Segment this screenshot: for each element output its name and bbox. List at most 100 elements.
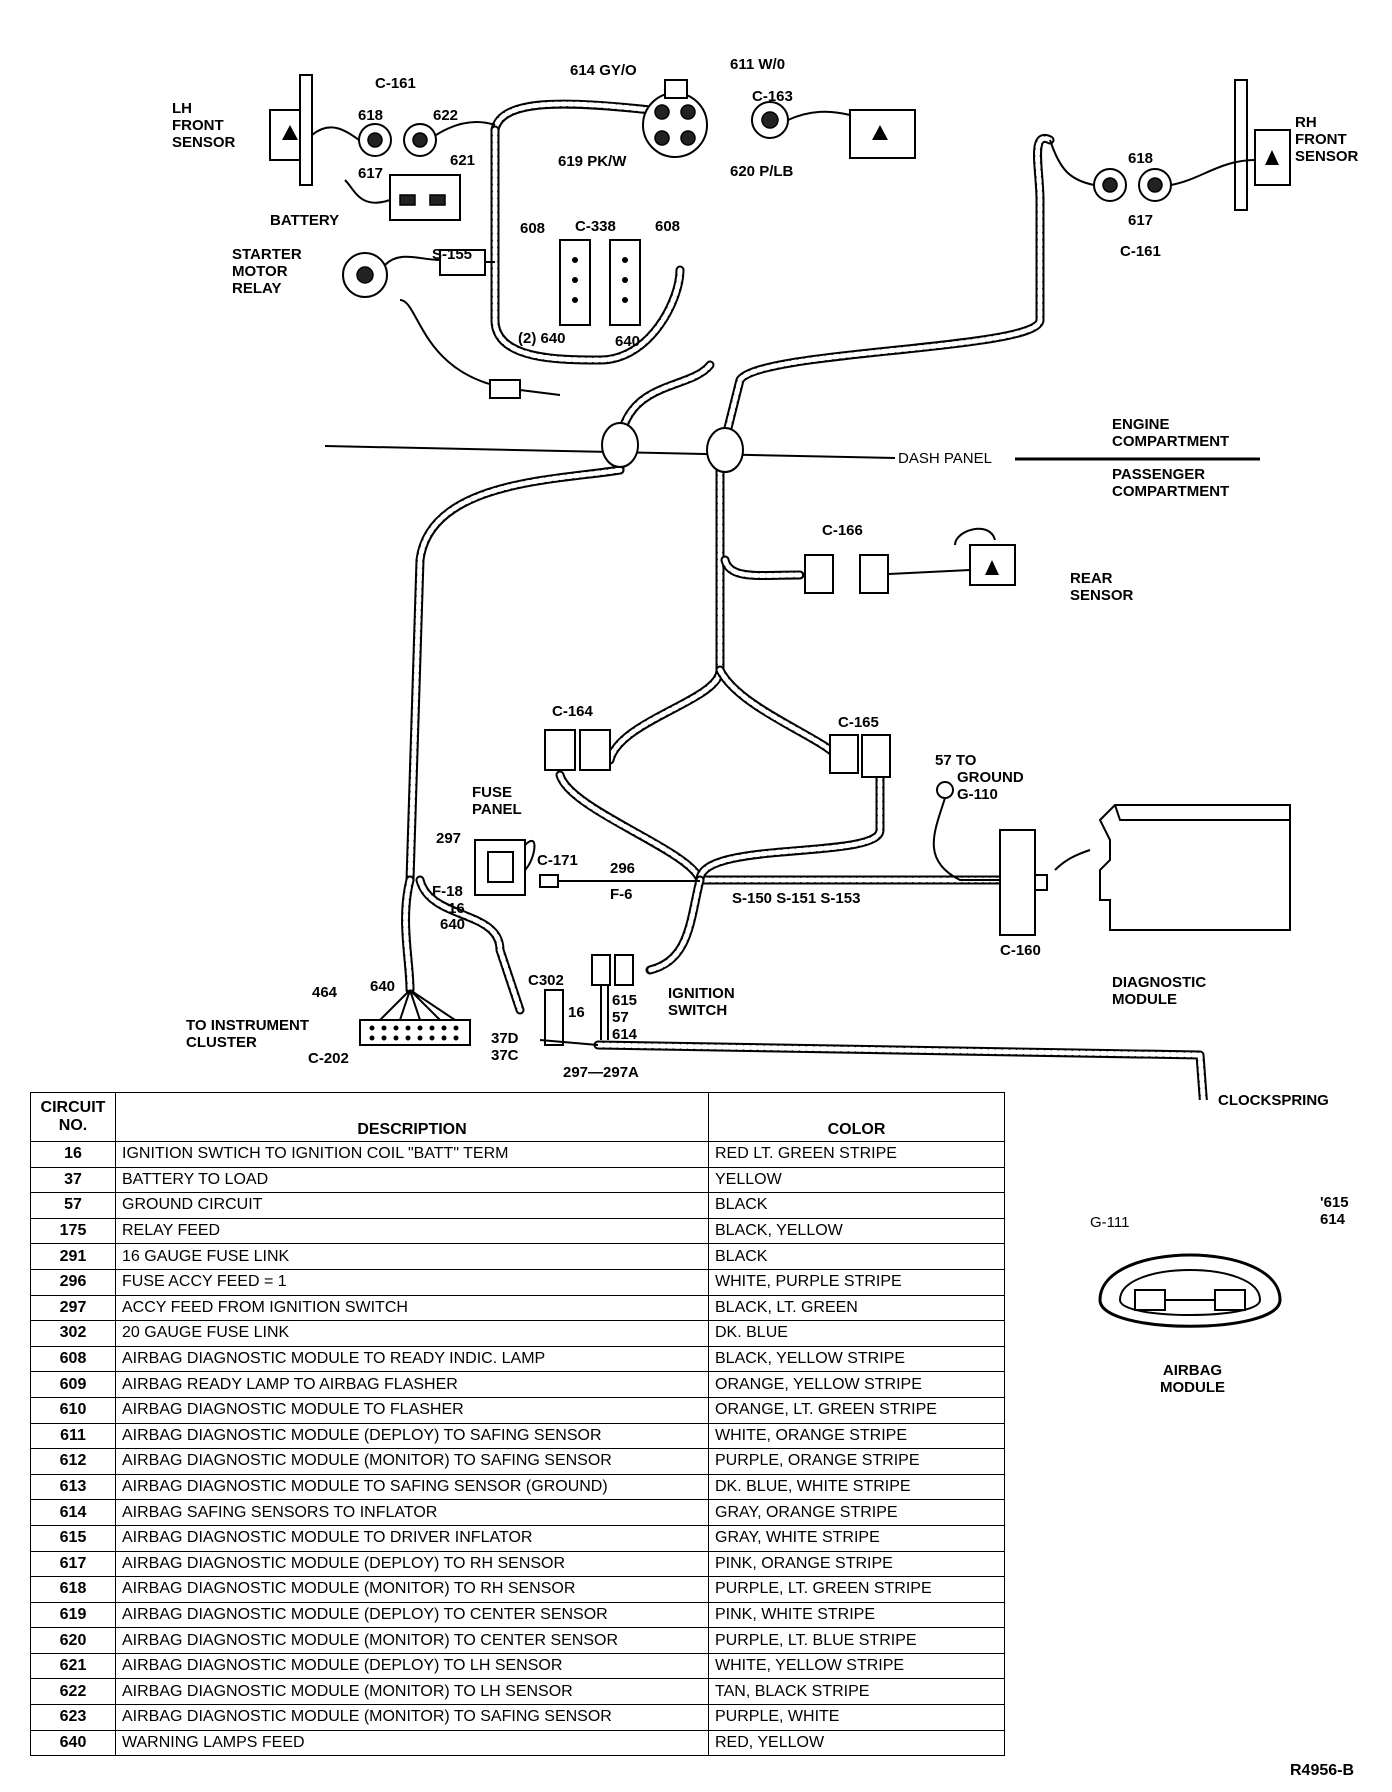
description-cell: AIRBAG DIAGNOSTIC MODULE TO READY INDIC.… (115, 1345, 709, 1373)
description-cell: AIRBAG DIAGNOSTIC MODULE (DEPLOY) TO SAF… (115, 1422, 709, 1450)
ground-g110 (932, 781, 1000, 881)
wire-464-label: 464 (312, 984, 338, 1001)
color-cell: BLACK (708, 1192, 1005, 1219)
diagram-labels: LH FRONT SENSOR C-161 618 622 617 621 BA… (172, 56, 1358, 1081)
c161-left-connectors (311, 121, 496, 157)
airbag-module (1098, 1253, 1282, 1328)
wire-615-614-airbag-label: '615 614 (1320, 1194, 1349, 1228)
color-cell: BLACK, YELLOW (708, 1217, 1005, 1245)
wire-615-57-614-label: 615 57 614 (612, 992, 638, 1043)
circuit-cell: 621 (30, 1652, 116, 1680)
engine-compartment-label: ENGINE COMPARTMENT (1112, 416, 1230, 450)
wire-16-label: 16 (448, 900, 465, 917)
wire-618-right-label: 618 (1128, 150, 1154, 167)
circuit-cell: 611 (30, 1422, 116, 1450)
fuse-panel (474, 839, 536, 896)
circuit-cell: 619 (30, 1601, 116, 1629)
diagnostic-module-label: DIAGNOSTIC MODULE (1112, 974, 1207, 1008)
wire-640-two-label: (2) 640 (518, 330, 566, 347)
circuit-cell: 297 (30, 1294, 116, 1322)
g111-label: G-111 (1090, 1214, 1130, 1231)
reference-number: R4956-B (1290, 1762, 1355, 1779)
color-cell: ORANGE, YELLOW STRIPE (708, 1371, 1005, 1398)
c161-left-label: C-161 (375, 75, 416, 92)
c171-connector (539, 874, 700, 888)
c163-label: C-163 (752, 88, 793, 105)
wiring-diagram (269, 74, 1291, 1100)
battery-label: BATTERY (270, 212, 340, 229)
wire-640-c338-label: 640 (615, 333, 641, 350)
circuit-cell: 614 (30, 1499, 116, 1526)
ignition-switch-connector (591, 954, 634, 1040)
description-cell: 16 GAUGE FUSE LINK (115, 1243, 709, 1270)
circuit-cell: 175 (30, 1217, 116, 1245)
circuit-cell: 615 (30, 1524, 116, 1552)
c164-label: C-164 (552, 703, 593, 720)
ground-g110-label: 57 TO GROUND G-110 (935, 752, 1024, 803)
description-cell: WARNING LAMPS FEED (115, 1729, 709, 1757)
color-cell: GRAY, ORANGE STRIPE (708, 1499, 1005, 1526)
circuit-cell: 16 (30, 1141, 116, 1168)
c166-rear-sensor (804, 527, 1016, 594)
circuit-cell: 622 (30, 1678, 116, 1706)
description-cell: GROUND CIRCUIT (115, 1192, 709, 1219)
c202-connector (359, 989, 471, 1046)
color-cell: WHITE, ORANGE STRIPE (708, 1422, 1005, 1450)
color-cell: ORANGE, LT. GREEN STRIPE (708, 1396, 1005, 1424)
color-cell: PINK, ORANGE STRIPE (708, 1550, 1005, 1578)
c161-right-label: C-161 (1120, 243, 1161, 260)
circuit-cell: 613 (30, 1473, 116, 1501)
center-safing-sensor-connector (642, 79, 708, 158)
color-cell: RED LT. GREEN STRIPE (708, 1141, 1005, 1168)
circuit-cell: 618 (30, 1576, 116, 1603)
description-cell: AIRBAG DIAGNOSTIC MODULE TO SAFING SENSO… (115, 1473, 709, 1501)
rh-front-sensor (1049, 79, 1291, 211)
description-cell: AIRBAG DIAGNOSTIC MODULE TO DRIVER INFLA… (115, 1524, 709, 1552)
rear-sensor-label: REAR SENSOR (1070, 570, 1134, 604)
splices-label: S-150 S-151 S-153 (732, 890, 861, 907)
s155-label: S-155 (432, 246, 473, 263)
description-cell: AIRBAG DIAGNOSTIC MODULE (MONITOR) TO SA… (115, 1448, 709, 1475)
c165-connector (829, 734, 891, 778)
wire-608-right-label: 608 (655, 218, 681, 235)
circuit-cell: 609 (30, 1371, 116, 1398)
grommet-right (706, 427, 744, 473)
to-instrument-cluster-label: TO INSTRUMENT CLUSTER (186, 1017, 310, 1051)
c202-label: C-202 (308, 1050, 349, 1067)
circuit-cell: 612 (30, 1448, 116, 1475)
circuit-cell: 608 (30, 1345, 116, 1373)
description-cell: RELAY FEED (115, 1217, 709, 1245)
wire-617-left-label: 617 (358, 165, 384, 182)
wire-611-label: 611 W/0 (730, 56, 786, 73)
battery (344, 174, 461, 221)
description-cell: AIRBAG DIAGNOSTIC MODULE (DEPLOY) TO RH … (115, 1550, 709, 1578)
description-cell: BATTERY TO LOAD (115, 1166, 709, 1194)
description-header: DESCRIPTION (115, 1092, 709, 1142)
wire-296-label: 296 (610, 860, 636, 877)
circuit-cell: 640 (30, 1729, 116, 1757)
color-cell: PURPLE, LT. GREEN STRIPE (708, 1576, 1005, 1603)
color-cell: RED, YELLOW (708, 1729, 1005, 1757)
diagnostic-module (1098, 804, 1291, 931)
circuit-cell: 620 (30, 1627, 116, 1654)
circuit-header: CIRCUIT NO. (30, 1092, 116, 1142)
table-header-row: CIRCUIT NO. DESCRIPTION COLOR (30, 1092, 1005, 1142)
color-cell: GRAY, WHITE STRIPE (708, 1524, 1005, 1552)
color-cell: YELLOW (708, 1166, 1005, 1194)
lh-front-sensor-label: LH FRONT SENSOR (172, 100, 236, 151)
circuit-cell: 37 (30, 1166, 116, 1194)
